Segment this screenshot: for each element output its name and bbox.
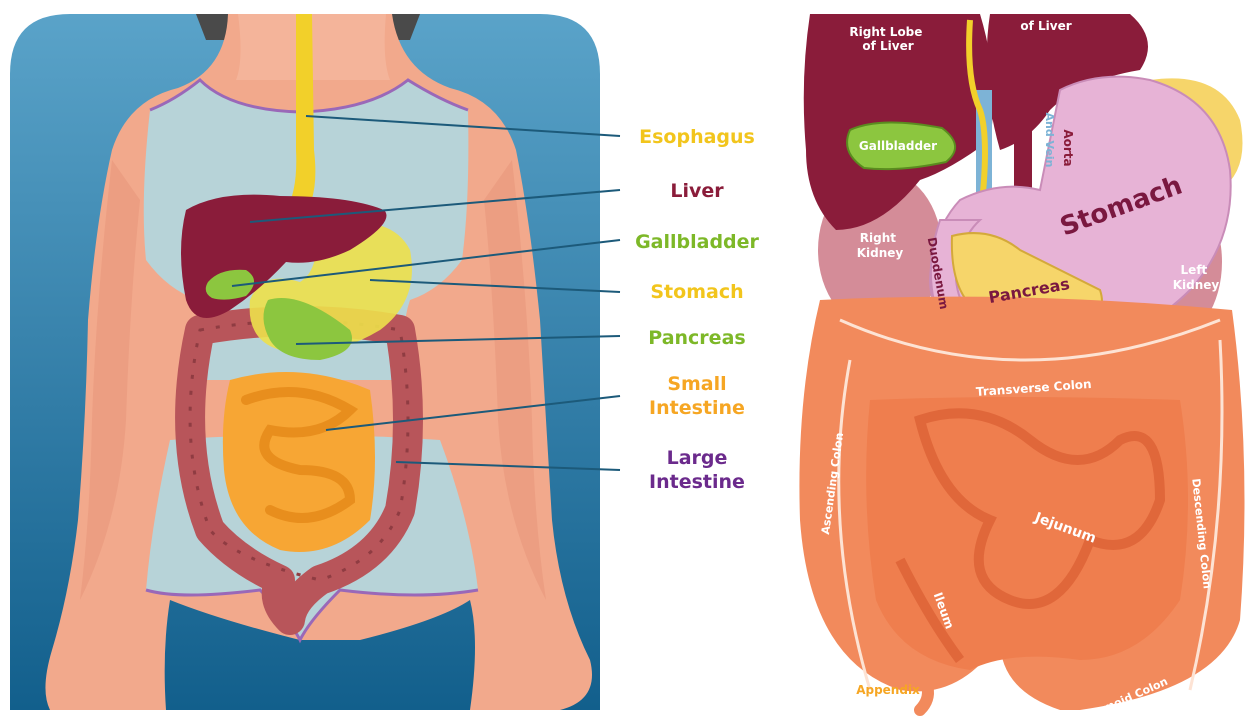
label-appendix: Appendix xyxy=(856,683,920,697)
label-esophagus: Esophagus xyxy=(639,126,755,148)
label-aorta: Aorta xyxy=(1061,129,1075,166)
esophagus-label-line: Esophagus xyxy=(639,126,755,148)
pancreas-label-line: Pancreas xyxy=(648,327,745,349)
label-liver: Liver xyxy=(670,180,724,202)
label-gallbladder: Gallbladder xyxy=(635,231,759,253)
label-stomach: Stomach xyxy=(650,281,743,303)
label-pancreas: Pancreas xyxy=(648,327,745,349)
large-intestine-label-line: Intestine xyxy=(649,471,745,493)
large-intestine-label-line: Large xyxy=(667,447,728,469)
gallbladder-label-line: Gallbladder xyxy=(635,231,759,253)
stomach-label-line: Stomach xyxy=(650,281,743,303)
label-right-kidney: Right Kidney xyxy=(857,231,904,260)
label-and-vein: And Vein xyxy=(1043,112,1056,167)
label-right-gallbladder: Gallbladder xyxy=(859,139,937,153)
neck xyxy=(236,14,390,80)
label-left-lobe-of-liver: of Liver xyxy=(1020,19,1071,33)
small-intestine-label-line: Intestine xyxy=(649,397,745,419)
small-intestine-label-line: Small xyxy=(667,373,726,395)
left-figure-panel: Esophagus Liver Gallbladder Stomach Panc… xyxy=(10,14,760,710)
liver-label-line: Liver xyxy=(670,180,724,202)
right-anatomy-panel: Right Lobe of Liver of Liver Gallbladder… xyxy=(799,14,1244,722)
callout-labels: Esophagus Liver Gallbladder Stomach Panc… xyxy=(635,126,759,493)
